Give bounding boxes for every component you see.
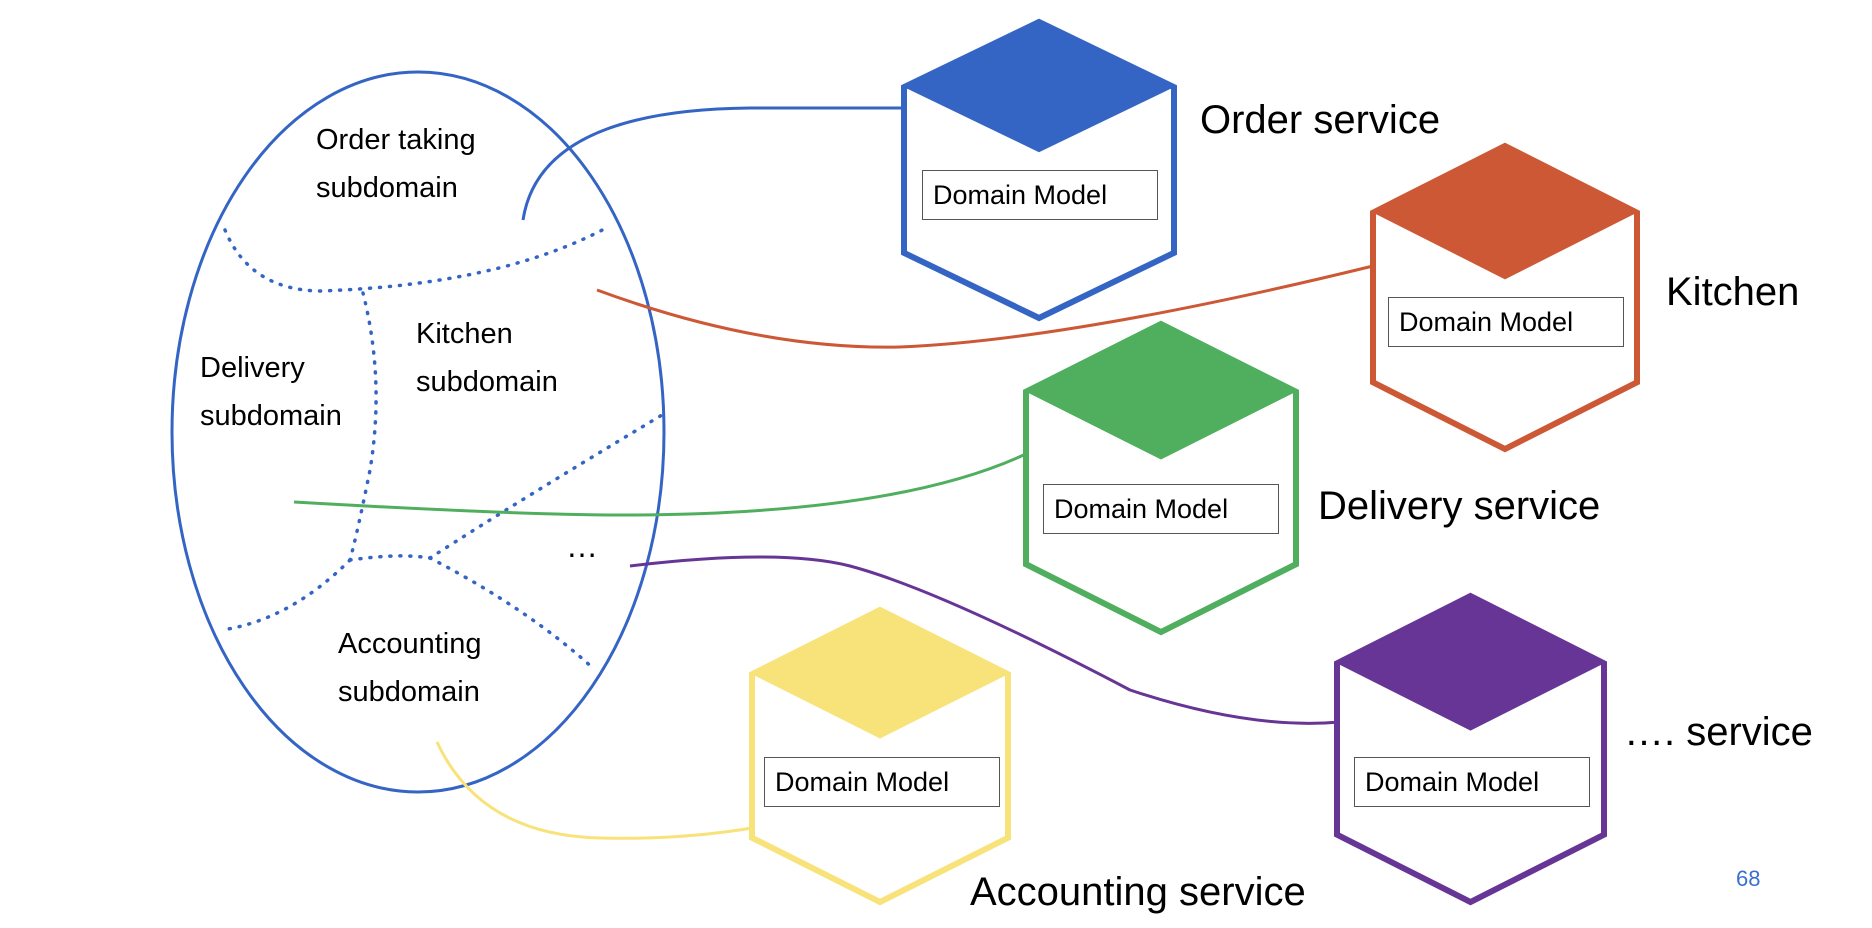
subdomain-label-line: subdomain (416, 366, 558, 398)
subdomain-label-line: Accounting (338, 628, 482, 660)
service-hexagon-top-delivery (1026, 324, 1296, 460)
connector-kitchen (596, 264, 1374, 349)
service-label-accounting: Accounting service (970, 870, 1306, 914)
domain-model-box-order: Domain Model (922, 170, 1158, 220)
connector-order (521, 106, 910, 221)
domain-model-box-delivery: Domain Model (1043, 484, 1279, 534)
service-label-kitchen: Kitchen (1666, 270, 1800, 314)
connector-other (629, 555, 1341, 725)
domain-ellipse (170, 70, 666, 794)
connector-delivery (293, 450, 1031, 517)
service-label-delivery: Delivery service (1318, 484, 1601, 528)
service-hexagon-top-kitchen (1373, 146, 1637, 280)
subdomain-label-line: Order taking (316, 124, 476, 156)
subdomain-boundaries (220, 225, 664, 672)
service-hexagon-top-order (904, 22, 1174, 153)
subdomain-label-delivery: Delivery subdomain (200, 344, 342, 440)
domain-model-box-accounting: Domain Model (764, 757, 1000, 807)
subdomain-label-order-taking: Order taking subdomain (316, 116, 476, 212)
subdomain-label-line: subdomain (316, 172, 458, 204)
domain-model-box-kitchen: Domain Model (1388, 297, 1624, 347)
domain-model-box-other: Domain Model (1354, 757, 1590, 807)
subdomain-label-accounting: Accounting subdomain (338, 620, 482, 716)
subdomain-ellipsis: … (566, 528, 598, 564)
service-label-order: Order service (1200, 98, 1441, 142)
service-label-other: …. service (1624, 710, 1813, 754)
subdomain-label-line: Kitchen (416, 318, 513, 350)
service-hexagon-top-other (1337, 596, 1604, 731)
service-hexagon-top-accounting (752, 610, 1008, 739)
page-number: 68 (1736, 866, 1761, 891)
subdomain-label-line: subdomain (200, 400, 342, 432)
subdomain-label-line: Delivery (200, 352, 305, 384)
subdomain-label-kitchen: Kitchen subdomain (416, 310, 558, 406)
connector-accounting (435, 741, 753, 840)
subdomain-label-line: subdomain (338, 676, 480, 708)
